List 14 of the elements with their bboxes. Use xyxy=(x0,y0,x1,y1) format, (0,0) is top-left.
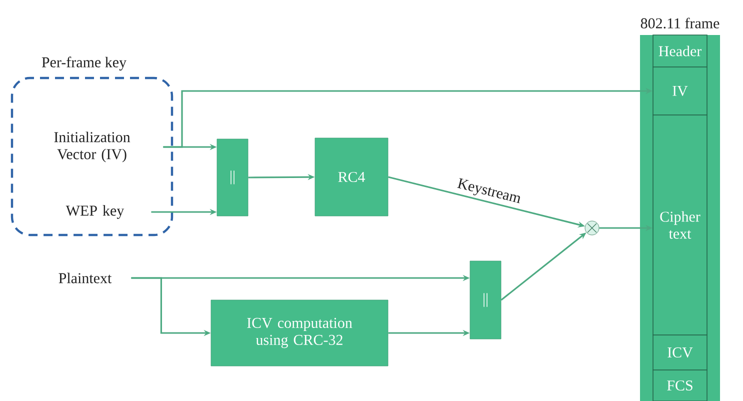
input-label: Initialization Vector (IV) xyxy=(54,132,130,162)
process-box: RC4 xyxy=(314,138,388,216)
process-box: ICV computation using CRC-32 xyxy=(210,300,388,366)
process-box: || xyxy=(470,260,502,340)
node-label: Per-frame key xyxy=(42,56,126,70)
input-label: WEP key xyxy=(66,205,124,219)
node-label: 802.11 frame xyxy=(640,18,720,28)
frame-field: Header xyxy=(652,34,708,68)
xor-symbol xyxy=(584,220,600,236)
frame-field: IV xyxy=(652,66,708,116)
process-box: || xyxy=(216,138,248,216)
frame-field: ICV xyxy=(652,334,708,370)
frame-field: FCS xyxy=(652,370,708,401)
input-label: Plaintext xyxy=(58,272,112,284)
